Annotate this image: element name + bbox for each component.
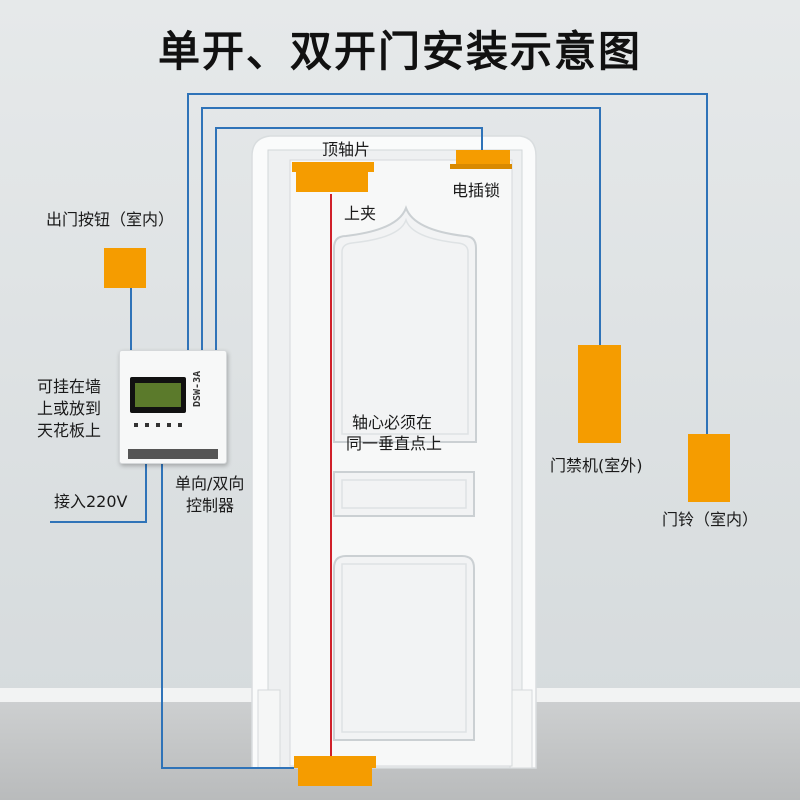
- wire-access-unit: [201, 107, 601, 350]
- top-pivot-plate: [292, 162, 374, 192]
- label-exit-button: 出门按钮（室内）: [46, 210, 175, 229]
- controller-device: DSW-3A: [119, 350, 227, 464]
- wiring: [50, 93, 708, 769]
- label-mount-3: 天花板上: [37, 421, 102, 440]
- bottom-pivot-plate: [294, 756, 376, 786]
- label-electric-lock: 电插锁: [452, 181, 501, 200]
- page-title: 单开、双开门安装示意图: [157, 27, 642, 76]
- controller-lcd: [130, 377, 186, 413]
- wire-doorbell: [187, 93, 708, 434]
- wire-bottom-pivot: [161, 462, 294, 769]
- label-axis-note-1: 轴心必须在: [352, 413, 433, 432]
- electric-lock: [450, 150, 512, 169]
- controller-terminal-block: [128, 449, 218, 459]
- label-power: 接入220V: [54, 492, 128, 511]
- wire-lock: [215, 127, 483, 350]
- label-doorbell: 门铃（室内）: [662, 510, 759, 529]
- exit-button-box: [104, 248, 146, 288]
- controller-indicator-leds: [134, 423, 184, 427]
- label-controller-1: 单向/双向: [175, 474, 245, 493]
- wire-power: [50, 462, 147, 523]
- label-access-unit: 门禁机(室外): [550, 456, 643, 475]
- label-mount-2: 上或放到: [37, 399, 102, 418]
- label-upper-clamp: 上夹: [344, 204, 377, 223]
- controller-model-label: DSW-3A: [192, 370, 203, 407]
- label-controller-2: 控制器: [186, 496, 235, 515]
- label-axis-note-2: 同一垂直点上: [346, 434, 443, 453]
- access-unit-box: [578, 345, 621, 443]
- label-mount-1: 可挂在墙: [37, 377, 102, 396]
- doorbell-box: [688, 434, 730, 502]
- door-leaf: [289, 159, 513, 767]
- label-top-pivot: 顶轴片: [322, 140, 371, 159]
